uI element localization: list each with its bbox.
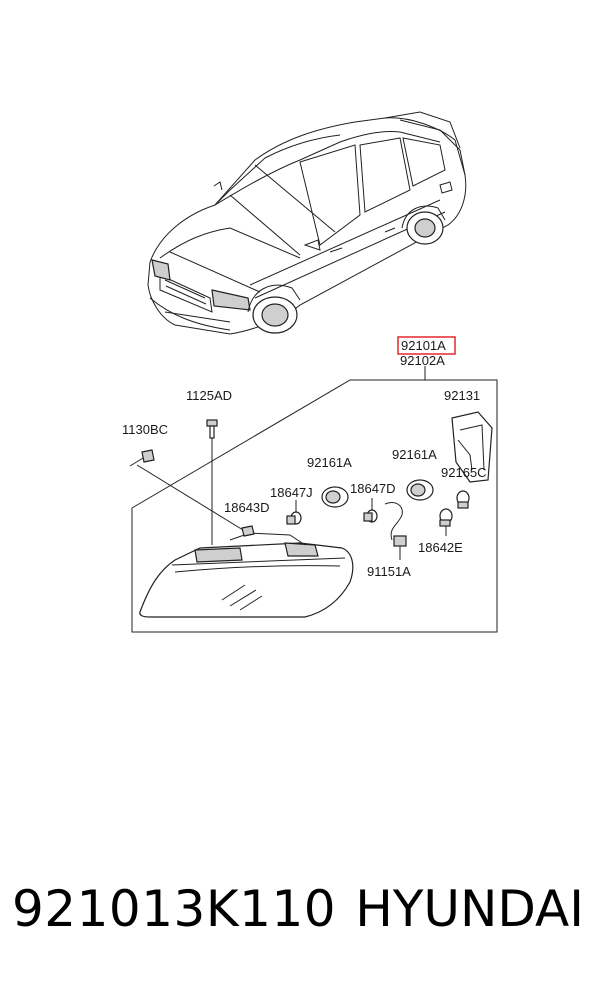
label-1130bc: 1130BC: [122, 422, 168, 437]
brand-name: HYUNDAI: [355, 880, 584, 938]
car-illustration: [147, 111, 467, 335]
label-92102a: 92102A: [400, 353, 445, 368]
wiring-91151a: [384, 502, 407, 560]
bulb-18647j: [286, 500, 302, 525]
label-18647j: 18647J: [270, 485, 313, 500]
part-number: 921013K110: [12, 880, 337, 938]
footer: 921013K110 HYUNDAI: [0, 880, 600, 950]
label-92161a-right: 92161A: [392, 447, 437, 462]
label-18642e: 18642E: [418, 540, 463, 555]
cover-92131: [451, 411, 493, 483]
label-92101a: 92101A: [401, 338, 446, 353]
bulb-18643d: [241, 525, 255, 537]
label-92165c: 92165C: [441, 465, 487, 480]
screw-1125ad: [206, 419, 218, 439]
headlamp-assembly: [139, 532, 354, 618]
cap-92161a-right: [406, 479, 434, 501]
label-92131: 92131: [444, 388, 480, 403]
bolt-1130bc: [129, 449, 155, 467]
label-91151a: 91151A: [367, 564, 411, 579]
label-18647d: 18647D: [350, 481, 396, 496]
bulb-18647d: [363, 498, 378, 523]
parts-diagram: 92101A 92102A 1125AD 1130BC 92131 92161A…: [122, 111, 498, 633]
cap-92161a-left: [321, 486, 349, 508]
label-1125ad: 1125AD: [186, 388, 232, 403]
bulb-92165c: [456, 490, 470, 509]
bulb-18642e: [439, 508, 453, 536]
assembly-frame: [131, 379, 498, 633]
highlight-box-92101a: [397, 336, 456, 355]
leader-1130bc: [136, 464, 244, 531]
label-18643d: 18643D: [224, 500, 270, 515]
label-92161a-left: 92161A: [307, 455, 352, 470]
